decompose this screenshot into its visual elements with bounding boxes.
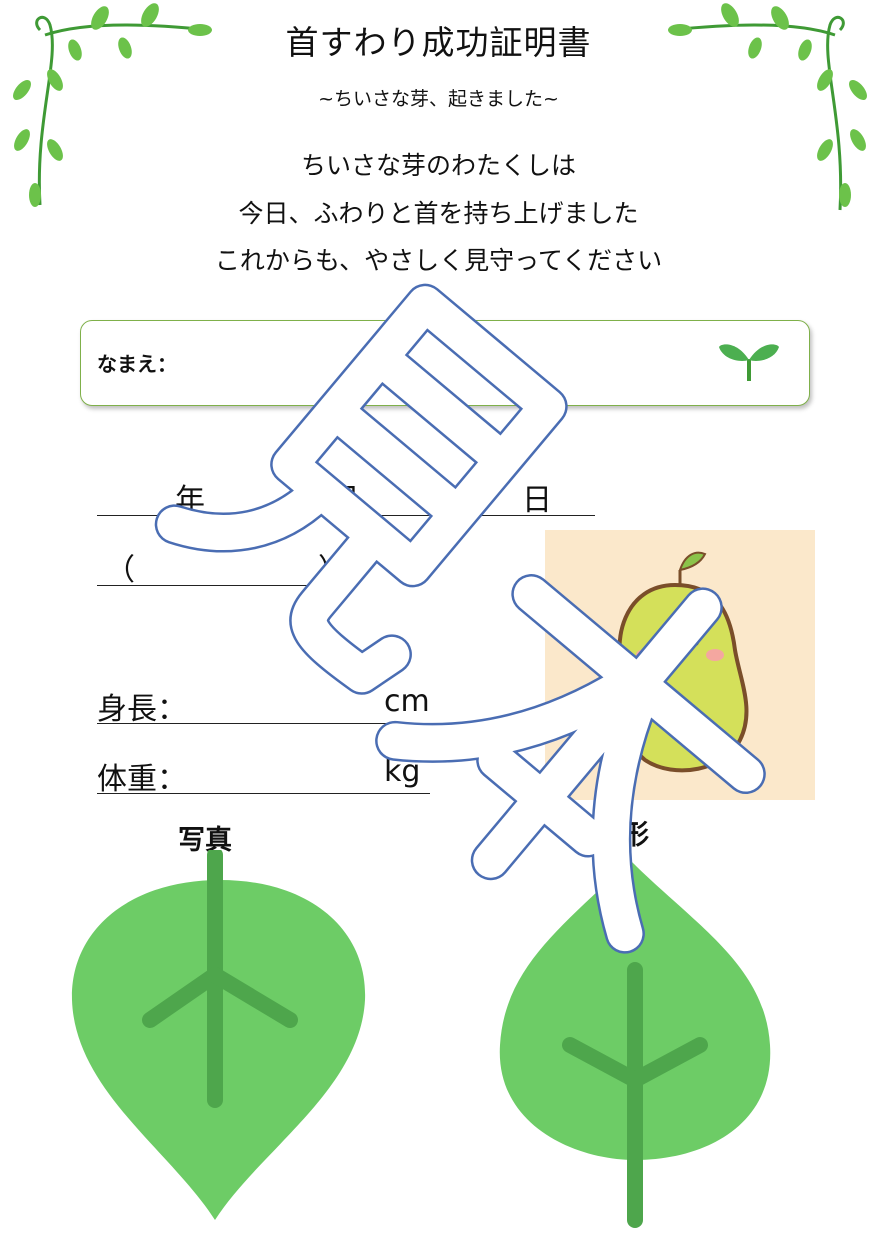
photo-leaf-frame[interactable] (70, 850, 370, 1225)
paren-close: ） (318, 553, 348, 588)
handprint-label: 手形 (595, 820, 649, 851)
vine-right-decoration (668, 3, 867, 211)
sprout-character-illustration (545, 530, 815, 800)
date-year-label: 年 (175, 483, 205, 518)
weight-underline (97, 793, 430, 794)
height-underline (97, 723, 440, 724)
certificate-title: 首すわり成功証明書 (285, 23, 592, 62)
height-label: 身長： (97, 692, 187, 727)
handprint-leaf-frame[interactable] (495, 855, 780, 1230)
date-month-label: 月 (330, 483, 360, 518)
message-line-2: 今日、ふわりと首を持ち上げました (238, 199, 639, 228)
sprout-icon (719, 344, 779, 381)
paren-open: （ (105, 553, 135, 588)
date-day-label: 日 (522, 483, 552, 518)
vine-left-decoration (13, 3, 212, 207)
name-label: なまえ： (97, 352, 177, 376)
message-line-3: これからも、やさしく見守ってください (214, 246, 663, 275)
height-unit: cm (384, 684, 430, 719)
name-field-box[interactable]: なまえ： (80, 320, 810, 406)
weight-unit: kg (384, 754, 421, 789)
certificate-subtitle: ~ちいさな芽、起きました~ (318, 88, 559, 110)
message-line-1: ちいさな芽のわたくしは (300, 151, 576, 180)
weight-label: 体重： (97, 762, 187, 797)
photo-label: 写真 (178, 825, 232, 856)
